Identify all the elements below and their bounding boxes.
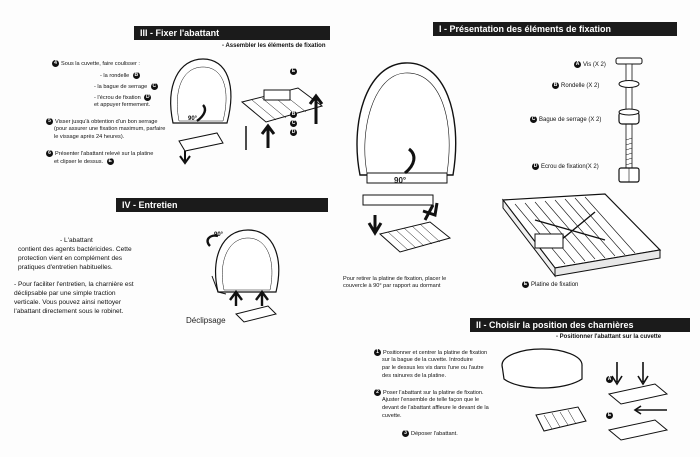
s2-marker-a: A <box>604 376 615 383</box>
s3-marker-c: C <box>288 120 299 127</box>
entretien-p1-line2: contient des agents bactéricides. Cette <box>18 246 132 253</box>
section-3-title: III - Fixer l'abattant <box>134 26 330 40</box>
s3-list-3-text: - l'écrou de fixation <box>94 94 141 101</box>
s2-step2-line4: cuvette. <box>382 413 402 419</box>
part-a-marker: A <box>574 61 581 68</box>
seat-positioning-illustration <box>501 348 587 432</box>
s3-marker-d: D <box>288 129 299 136</box>
s3-marker-c-letter: C <box>290 120 297 127</box>
part-d-marker: D <box>532 163 539 170</box>
s3-marker-d-letter: D <box>290 129 297 136</box>
entretien-p2-line2: déclipsable par une simple traction <box>14 290 116 297</box>
declipping-illustration <box>206 229 280 323</box>
removal-caption-line-1: Pour retirer la platine de fixation, pla… <box>343 276 447 282</box>
s3-step6-text1: Présenter l'abattant relevé sur la plati… <box>55 150 154 157</box>
s2-marker-a-letter: A <box>606 376 613 383</box>
s3-list-4: et appuyer fermement. <box>94 102 151 108</box>
plate-removal-illustration <box>378 221 452 253</box>
section-2-subtitle: - Positionner l'abattant sur la cuvette <box>556 334 662 340</box>
s2-step1-text1: Positionner et centrer la platine de fix… <box>383 349 488 356</box>
s3-marker-e-letter: E <box>290 68 297 75</box>
s3-step5-line3: le vissage après 24 heures). <box>54 134 125 140</box>
part-c-text: Bague de serrage (X 2) <box>539 117 602 124</box>
entretien-p1-line3: protection vient en complément des <box>18 255 123 262</box>
s2-step2-line3: devant de l'abattant affleure le devant … <box>382 405 489 411</box>
entretien-angle-label: 90° <box>214 232 224 238</box>
s2-step1-line2: sur la bague de la cuvette. Introduire <box>382 357 473 363</box>
entretien-p2-line1: - Pour faciliter l'entretien, la charniè… <box>14 281 134 288</box>
s3-list-2: - la bague de serrage C <box>94 83 160 91</box>
s3-step4-marker: 4 <box>52 60 59 67</box>
s3-list-1-marker: B <box>132 72 140 79</box>
entretien-p2-line4: l'abattant directement sous le robinet. <box>14 308 124 315</box>
s3-list-1-text: - la rondelle <box>100 72 130 79</box>
s2-step2-marker: 2 <box>374 389 381 396</box>
s3-step6-line2: et clipser le dessus. E <box>54 158 116 166</box>
part-e-text: Platine de fixation <box>531 282 579 289</box>
s3-list-1: - la rondelle B <box>100 72 142 80</box>
s3-list-2-text: - la bague de serrage <box>94 83 148 90</box>
seat-clipping-illustration <box>170 58 232 165</box>
s2-step2-line2: Ajuster l'ensemble de telle façon que le <box>382 397 480 403</box>
s2-step1-line4: des rainures de la platine. <box>382 373 447 379</box>
entretien-p1-line1: - L'abattant <box>60 237 93 244</box>
section-1-title: I - Présentation des éléments de fixatio… <box>433 22 677 36</box>
entretien-p1-line4: pratiques d'entretien habituelles. <box>18 264 113 271</box>
seat-removal-illustration <box>356 62 457 236</box>
plate-insertion-illustration <box>607 362 669 441</box>
s2-marker-e-letter: E <box>606 412 613 419</box>
section-3-subtitle: - Assembler les éléments de fixation <box>222 43 326 49</box>
entretien-p2-line3: verticale. Vous pouvez ainsi nettoyer <box>14 299 122 306</box>
s3-angle-label: 90° <box>188 116 198 122</box>
section-2-title: II - Choisir la position des charnières <box>470 318 690 332</box>
s3-list-3: - l'écrou de fixation D <box>94 94 153 102</box>
s3-marker-b-letter: B <box>290 111 297 118</box>
s2-step1-line3: par le dessus les vis dans l'une ou l'au… <box>382 365 484 371</box>
s2-step2-text1: Poser l'abattant sur la platine de fixat… <box>383 389 484 396</box>
s3-marker-b: B <box>288 111 299 118</box>
s3-step5-text1: Visser jusqu'à obtention d'un bon serrag… <box>55 118 158 125</box>
part-a-text: Vis (X 2) <box>583 62 606 69</box>
part-c-marker: C <box>530 116 537 123</box>
plate-fixing-illustration <box>240 87 324 150</box>
removal-caption-line-2: couvercle à 90° par rapport au dormant <box>343 283 441 289</box>
angle-90-label: 90° <box>394 176 407 185</box>
s3-step6-e-marker: E <box>106 158 114 165</box>
declipsage-label: Déclipsage <box>186 316 226 325</box>
s2-step1-marker: 1 <box>374 349 381 356</box>
s3-step5-line2: (pour assurer une fixation maximum, parf… <box>54 126 166 132</box>
part-e-marker: E <box>522 281 529 288</box>
s3-list-3-marker: D <box>144 94 152 101</box>
section-4-title: IV - Entretien <box>116 198 328 212</box>
part-b-text: Rondelle (X 2) <box>561 83 600 90</box>
s2-step3-marker: 3 <box>402 430 409 437</box>
s3-intro-text: Sous la cuvette, faire coulisser : <box>61 60 140 67</box>
s2-step3-text1: Déposer l'abattant. <box>411 430 458 437</box>
fixation-plate-illustration <box>501 193 662 278</box>
s2-marker-e: E <box>604 412 615 419</box>
part-d-text: Ecrou de fixation(X 2) <box>541 164 599 171</box>
screw-assembly-illustration <box>615 57 643 183</box>
s3-marker-e: E <box>288 68 299 75</box>
s3-step5-marker: 5 <box>46 118 53 125</box>
s3-step6-marker: 6 <box>46 150 53 157</box>
s3-step6-text2: et clipser le dessus. <box>54 158 104 165</box>
part-b-marker: B <box>552 82 559 89</box>
s3-list-2-marker: C <box>150 83 158 90</box>
